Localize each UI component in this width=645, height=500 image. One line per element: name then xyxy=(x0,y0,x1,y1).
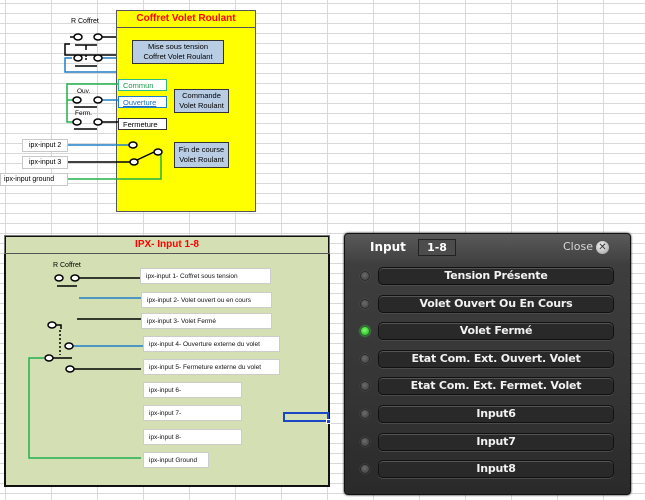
terminal-fermeture[interactable]: Fermeture xyxy=(118,118,167,130)
widget-range-field[interactable]: 1-8 xyxy=(418,239,456,256)
input-6-status-led-icon xyxy=(360,409,370,419)
input-2-status-led-icon xyxy=(360,299,370,309)
wire-r-coffret-loop xyxy=(64,43,116,56)
terminal-ouverture[interactable]: Ouverture xyxy=(118,96,167,108)
close-circle-icon[interactable]: ✕ xyxy=(596,241,609,254)
selected-cell[interactable] xyxy=(283,412,329,422)
input-2-button[interactable]: Volet Ouvert Ou En Cours xyxy=(378,295,614,313)
fin-de-course-line2: Volet Roulant xyxy=(179,155,224,164)
mise-sous-tension-box[interactable]: Mise sous tension Coffret Volet Roulant xyxy=(132,40,224,64)
ipx-r-coffret-label: R Coffret xyxy=(53,262,81,269)
ipx-input-1-label[interactable]: ipx-input 1- Coffret sous tension xyxy=(140,268,271,284)
ipx-input-6-label[interactable]: ipx-input 6- xyxy=(143,382,242,398)
input-3-status-led-icon xyxy=(360,326,370,336)
input-5-button[interactable]: Etat Com. Ext. Fermet. Volet xyxy=(378,377,614,395)
ipx-panel-title: IPX- Input 1-8 xyxy=(4,235,330,254)
coffret-ground-label[interactable]: ipx-input ground xyxy=(0,173,68,186)
input-8-button[interactable]: Input8 xyxy=(378,460,614,478)
ipx-input-4-label[interactable]: ipx-input 4- Ouverture externe du volet xyxy=(143,336,280,352)
commande-line1: Commande xyxy=(182,91,221,100)
mise-sous-tension-line2: Coffret Volet Roulant xyxy=(143,52,213,61)
ipx-input-ground-label[interactable]: ipx-input Ground xyxy=(143,452,209,468)
switch-label-ferm: Ferm. xyxy=(75,110,92,117)
switch-label-ouv: Ouv. xyxy=(77,88,91,95)
close-button-label[interactable]: Close xyxy=(563,240,593,253)
mise-sous-tension-line1: Mise sous tension xyxy=(147,42,209,51)
input-1-status-led-icon xyxy=(360,271,370,281)
fin-de-course-box[interactable]: Fin de course Volet Roulant xyxy=(174,142,229,168)
input-4-button[interactable]: Etat Com. Ext. Ouvert. Volet xyxy=(378,350,614,368)
ipx-input-5-label[interactable]: ipx-input 5- Fermeture externe du volet xyxy=(143,359,280,375)
commande-line2: Volet Roulant xyxy=(179,101,224,110)
commande-box[interactable]: Commande Volet Roulant xyxy=(174,89,229,113)
terminal-commun[interactable]: Commun xyxy=(118,79,167,91)
ipx-input-7-label[interactable]: ipx-input 7- xyxy=(143,405,242,421)
coffret-title: Coffret Volet Roulant xyxy=(116,10,256,28)
ipx-input-2-label[interactable]: ipx-input 2- Volet ouvert ou en cours xyxy=(141,292,272,308)
fin-de-course-line1: Fin de course xyxy=(178,145,225,154)
input-6-button[interactable]: Input6 xyxy=(378,405,614,423)
wire-blue-loop xyxy=(64,57,116,73)
r-coffret-label: R Coffret xyxy=(71,18,99,25)
input-5-status-led-icon xyxy=(360,381,370,391)
input-3-button[interactable]: Volet Fermé xyxy=(378,322,614,340)
coffret-input2-label[interactable]: ipx-input 2 xyxy=(22,139,68,152)
input-1-button[interactable]: Tension Présente xyxy=(378,267,614,285)
input-8-status-led-icon xyxy=(360,464,370,474)
input-7-status-led-icon xyxy=(360,437,370,447)
ipx-input-8-label[interactable]: ipx-input 8- xyxy=(143,429,242,445)
input-7-button[interactable]: Input7 xyxy=(378,433,614,451)
input-4-status-led-icon xyxy=(360,354,370,364)
ipx-input-3-label[interactable]: ipx-input 3- Volet Fermé xyxy=(141,313,272,329)
fill-handle[interactable] xyxy=(326,419,331,424)
coffret-input3-label[interactable]: ipx-input 3 xyxy=(22,156,68,169)
widget-title: Input xyxy=(370,240,406,254)
